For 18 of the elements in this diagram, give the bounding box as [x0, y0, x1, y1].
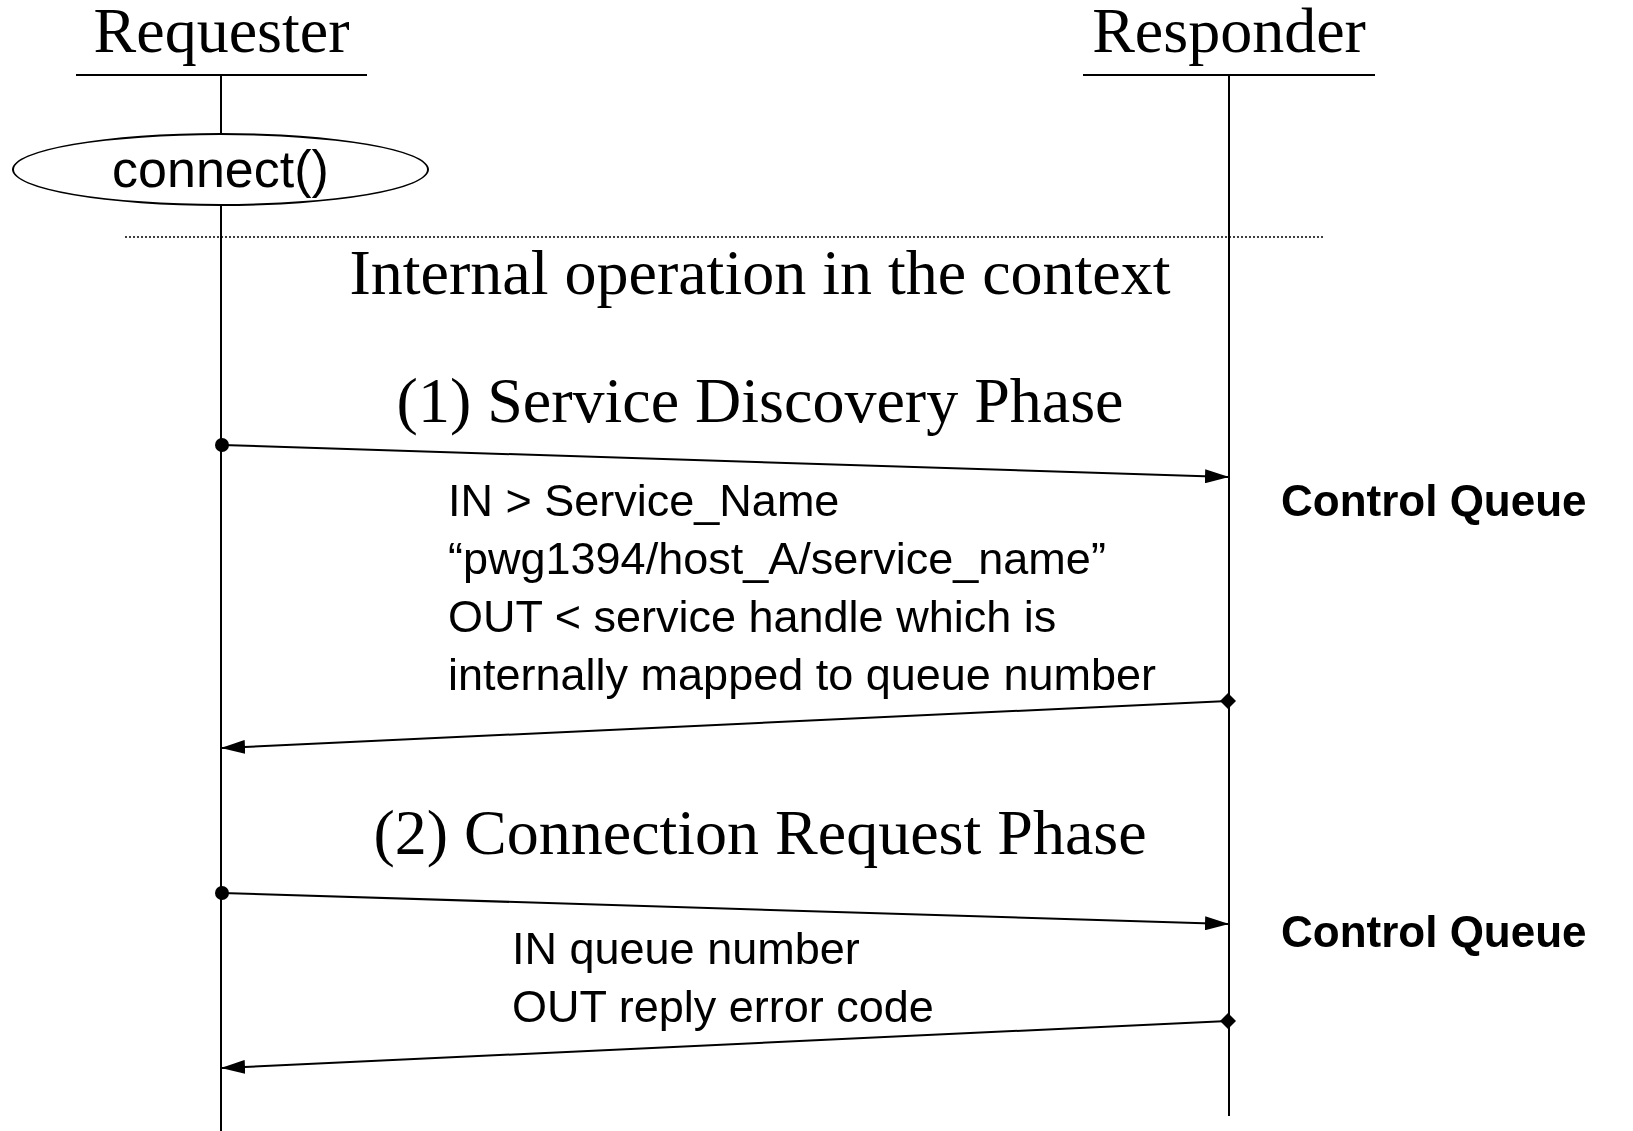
message-arrow	[215, 886, 1229, 931]
lifeline	[220, 76, 222, 1131]
operation-label: connect()	[112, 140, 329, 199]
phase-heading: (2) Connection Request Phase	[373, 797, 1147, 868]
participant-label: Requester	[93, 0, 350, 68]
parameter-text: IN queue number	[512, 923, 860, 974]
message-arrow	[221, 1013, 1236, 1074]
section-heading: Internal operation in the context	[349, 237, 1171, 308]
participant-label: Responder	[1092, 0, 1366, 68]
queue-label: Control Queue	[1281, 476, 1587, 525]
parameter-text: OUT < service handle which is internally mapped to queue number	[448, 591, 1156, 700]
parameter-text: OUT reply error code	[512, 981, 934, 1032]
queue-label: Control Queue	[1281, 907, 1587, 956]
lifeline	[1228, 76, 1230, 1116]
phase-heading: (1) Service Discovery Phase	[396, 365, 1124, 436]
message-arrow	[221, 693, 1236, 754]
parameter-text: IN > Service_Name “pwg1394/host_A/service_name”	[448, 475, 1106, 584]
message-arrow	[215, 438, 1229, 484]
